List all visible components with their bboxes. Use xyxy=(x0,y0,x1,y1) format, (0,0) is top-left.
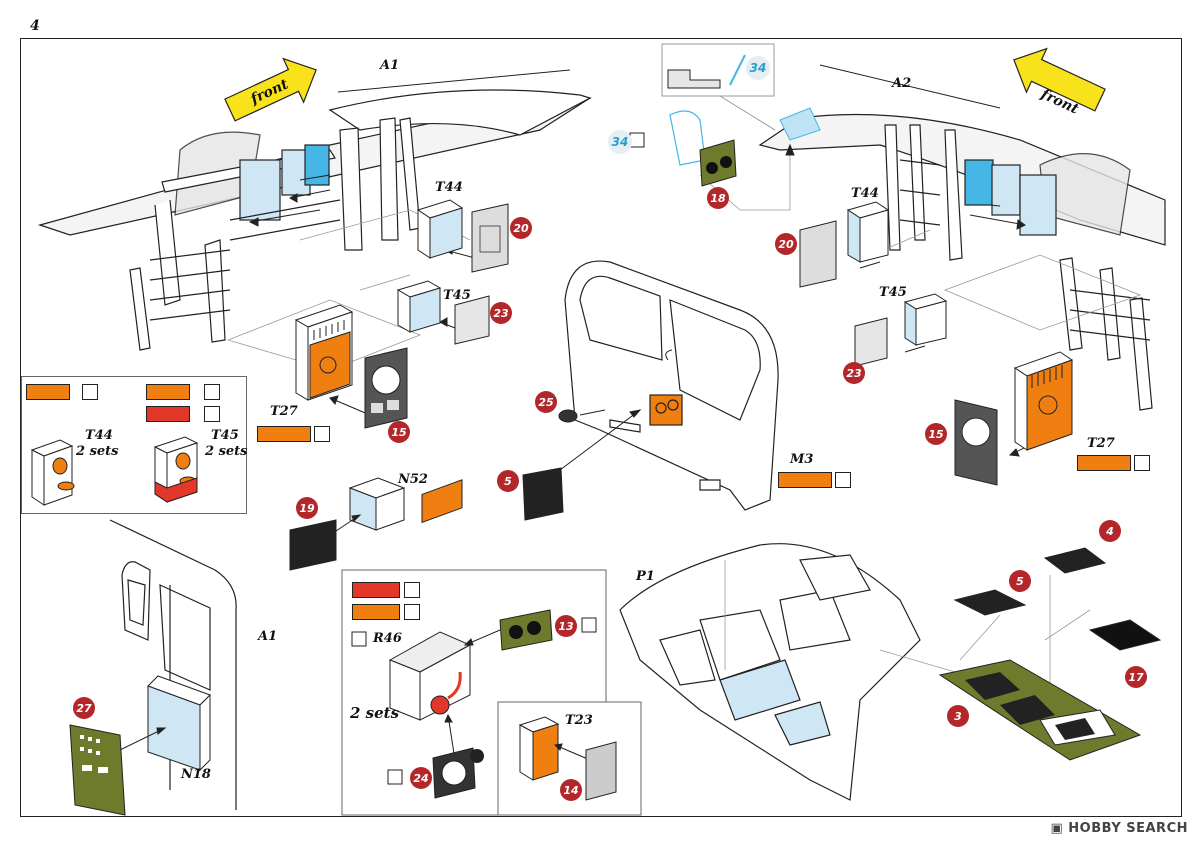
label-a2-top: A2 xyxy=(892,76,912,91)
legend-t44-label: T44 xyxy=(85,428,113,443)
brush-icon xyxy=(82,384,98,400)
label-t27-right: T27 xyxy=(1087,436,1115,451)
label-t45-left: T45 xyxy=(443,288,471,303)
swatch-red-r46 xyxy=(352,582,400,598)
panel-4 xyxy=(1043,547,1107,574)
watermark-logo: ▣ HOBBY SEARCH xyxy=(1050,821,1188,836)
floor-p1 xyxy=(619,543,921,801)
t23-part xyxy=(518,716,560,781)
swatch-orange-m3 xyxy=(778,472,832,488)
panel-23-right xyxy=(854,317,888,367)
yinyang-icons xyxy=(351,617,597,785)
label-p1: P1 xyxy=(636,569,655,584)
part-badge-23-right: 23 xyxy=(843,362,865,384)
part-badge-34-inset: 34 xyxy=(746,56,770,80)
panel-14 xyxy=(585,741,617,801)
panel-27 xyxy=(69,724,126,816)
cockpit-left xyxy=(37,89,592,351)
label-r46: R46 xyxy=(373,631,402,646)
part-badge-23-left: 23 xyxy=(490,302,512,324)
front-arrow-left xyxy=(224,57,317,122)
panel-3 xyxy=(938,659,1142,761)
label-n18: N18 xyxy=(181,767,211,782)
label-t23: T23 xyxy=(565,713,593,728)
swatch-orange-t27-left xyxy=(257,426,311,442)
panel-20-left xyxy=(471,203,509,273)
panel-24 xyxy=(432,747,484,799)
t27-right-part xyxy=(1013,351,1074,451)
panel-13 xyxy=(499,609,553,651)
legend-orange-t45 xyxy=(146,384,190,400)
swatch-orange-t27-right xyxy=(1077,455,1131,471)
part-badge-5-center: 5 xyxy=(497,470,519,492)
n52-part xyxy=(348,477,406,531)
panel-5-center xyxy=(522,467,564,521)
panel-15-left xyxy=(364,347,408,429)
panel-19 xyxy=(289,519,337,571)
part-badge-3: 3 xyxy=(947,705,969,727)
part-badge-34: 34 xyxy=(608,130,632,154)
label-n52: N52 xyxy=(398,472,428,487)
brush-icon xyxy=(204,406,220,422)
t44-left-part xyxy=(416,199,464,259)
part-badge-15-left: 15 xyxy=(388,421,410,443)
brush-icon xyxy=(314,426,330,442)
panel-18 xyxy=(699,139,737,187)
part-badge-24: 24 xyxy=(410,767,432,789)
label-m3: M3 xyxy=(790,452,814,467)
label-t45-right: T45 xyxy=(879,285,907,300)
legend-orange-t44 xyxy=(26,384,70,400)
part-badge-4: 4 xyxy=(1099,520,1121,542)
t44-right-part xyxy=(846,201,890,263)
cockpit-right xyxy=(758,113,1166,411)
part-badge-25: 25 xyxy=(535,391,557,413)
brush-icon xyxy=(404,604,420,620)
page-number: 4 xyxy=(30,18,40,34)
part-badge-17: 17 xyxy=(1125,666,1147,688)
part-badge-20-left: 20 xyxy=(510,217,532,239)
part-badge-15-right: 15 xyxy=(925,423,947,445)
part-badge-27: 27 xyxy=(73,697,95,719)
n18-part xyxy=(147,675,211,772)
t45-left-part xyxy=(396,280,442,333)
t45-right-part xyxy=(903,293,948,346)
part-badge-18: 18 xyxy=(707,187,729,209)
label-a1-bottom: A1 xyxy=(258,629,278,644)
part-badge-13: 13 xyxy=(555,615,577,637)
label-a1-top: A1 xyxy=(380,58,400,73)
label-t27-left: T27 xyxy=(270,404,298,419)
legend-t45-label: T45 xyxy=(211,428,239,443)
part-badge-5-right: 5 xyxy=(1009,570,1031,592)
brush-icon xyxy=(204,384,220,400)
panel-20-right xyxy=(799,220,837,288)
brush-icon xyxy=(404,582,420,598)
part-badge-19: 19 xyxy=(296,497,318,519)
brush-icon xyxy=(1134,455,1150,471)
instrument-frame xyxy=(564,260,779,511)
swatch-orange-r46 xyxy=(352,604,400,620)
label-t44-left: T44 xyxy=(435,180,463,195)
t27-left-part xyxy=(294,304,354,401)
part-badge-20-right: 20 xyxy=(775,233,797,255)
r46-sets: 2 sets xyxy=(350,704,400,722)
panel-15-right xyxy=(954,399,998,486)
cockpit-side-a1 xyxy=(109,519,237,810)
part-25 xyxy=(558,409,578,423)
legend-t44-sets: 2 sets xyxy=(76,444,119,459)
diagram-frame xyxy=(20,38,1182,817)
front-arrow-right xyxy=(1013,47,1106,112)
legend-t45-sets: 2 sets xyxy=(205,444,248,459)
legend-red-t45 xyxy=(146,406,190,422)
label-t44-right: T44 xyxy=(851,186,879,201)
panel-5-right xyxy=(953,589,1027,616)
part-badge-14: 14 xyxy=(560,779,582,801)
r46-part xyxy=(388,479,472,721)
panel-23-left xyxy=(454,295,490,345)
panel-17 xyxy=(1088,619,1162,651)
brush-icon xyxy=(835,472,851,488)
